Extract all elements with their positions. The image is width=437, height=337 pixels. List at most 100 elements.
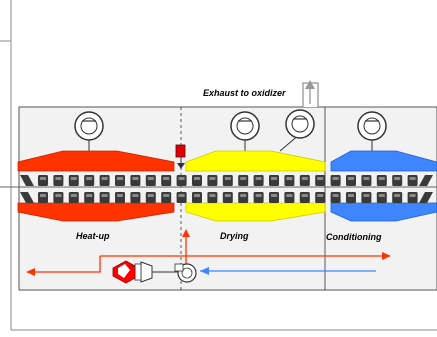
roller-highlight	[117, 177, 123, 180]
burner-assembly	[112, 260, 197, 284]
roller-highlight	[394, 194, 401, 197]
roller-icon	[315, 175, 326, 186]
roller-icon	[68, 175, 79, 186]
plenum-top	[330, 150, 437, 172]
roller-highlight	[348, 177, 354, 180]
roller-highlight	[40, 177, 46, 180]
roller-rows	[20, 175, 433, 203]
roller-icon	[392, 175, 403, 186]
fresh-air-flow	[200, 267, 376, 275]
fan-icon	[230, 111, 260, 141]
roller-highlight	[409, 194, 416, 197]
zone-label-conditioning: Conditioning	[326, 232, 382, 242]
roller-highlight	[209, 177, 216, 180]
roller-icon	[253, 175, 264, 186]
roller-highlight	[255, 194, 262, 197]
roller-highlight	[301, 177, 308, 180]
roller-highlight	[286, 194, 293, 197]
roller-highlight	[163, 177, 170, 180]
zone-label-heatup: Heat-up	[76, 231, 110, 241]
roller-icon	[330, 192, 341, 203]
roller-highlight	[132, 177, 139, 180]
exhaust-label: Exhaust to oxidizer	[203, 88, 286, 98]
roller-icon	[84, 192, 95, 203]
roller-highlight	[271, 194, 277, 197]
roller-icon	[145, 192, 156, 203]
roller-highlight	[178, 177, 185, 180]
exhaust-duct	[302, 80, 319, 107]
roller-highlight	[194, 177, 200, 180]
roller-icon	[20, 175, 34, 186]
roller-highlight	[55, 194, 62, 197]
roller-highlight	[378, 177, 385, 180]
roller-highlight	[147, 177, 154, 180]
roller-highlight	[363, 177, 370, 180]
roller-icon	[207, 175, 218, 186]
roller-icon	[53, 192, 64, 203]
plenum-bottom	[185, 202, 326, 222]
roller-icon	[161, 192, 172, 203]
fan-heatup	[74, 111, 104, 151]
fan-conditioning	[357, 111, 387, 151]
roller-highlight	[101, 194, 108, 197]
roller-icon	[130, 175, 141, 186]
roller-icon	[20, 192, 34, 203]
roller-icon	[299, 175, 310, 186]
roller-icon	[130, 192, 141, 203]
roller-highlight	[348, 194, 354, 197]
roller-highlight	[163, 194, 170, 197]
roller-highlight	[240, 194, 247, 197]
plenum-top	[185, 150, 326, 172]
roller-highlight	[194, 194, 200, 197]
sensor	[175, 144, 186, 169]
damper-icon	[140, 261, 153, 283]
roller-highlight	[224, 177, 231, 180]
roller-highlight	[301, 194, 308, 197]
roller-highlight	[240, 177, 247, 180]
roller-icon	[176, 192, 187, 203]
roller-icon	[361, 175, 372, 186]
roller-highlight	[209, 194, 216, 197]
roller-highlight	[55, 177, 62, 180]
roller-icon	[176, 175, 187, 186]
roller-highlight	[332, 194, 339, 197]
roller-highlight	[286, 177, 293, 180]
roller-highlight	[101, 177, 108, 180]
roller-icon	[419, 192, 433, 203]
roller-icon	[284, 175, 295, 186]
roller-highlight	[409, 177, 416, 180]
fan-exhaust	[279, 109, 315, 152]
roller-highlight	[178, 194, 185, 197]
roller-highlight	[394, 177, 401, 180]
roller-icon	[238, 175, 249, 186]
roller-icon	[222, 175, 233, 186]
roller-icon	[284, 192, 295, 203]
hot-air-arrow-icon	[26, 268, 35, 276]
roller-icon	[161, 175, 172, 186]
exhaust-arrow-icon	[305, 80, 315, 89]
roller-highlight	[332, 177, 339, 180]
roller-highlight	[255, 177, 262, 180]
plenum-heatup	[17, 150, 175, 222]
plenum-bottom	[330, 202, 437, 222]
roller-icon	[299, 192, 310, 203]
roller-highlight	[70, 194, 77, 197]
roller-icon	[253, 192, 264, 203]
plenum-bottom	[17, 202, 175, 222]
fan-icon	[357, 111, 387, 141]
hot-air-arrow-icon	[382, 252, 391, 260]
roller-icon	[38, 192, 48, 203]
fan-drying	[230, 111, 260, 151]
roller-icon	[419, 175, 433, 186]
roller-icon	[115, 192, 125, 203]
burner-icon	[112, 260, 136, 284]
roller-highlight	[378, 194, 385, 197]
plenum-drying	[185, 150, 326, 222]
zone-label-drying: Drying	[220, 231, 249, 241]
roller-icon	[407, 192, 418, 203]
roller-highlight	[117, 194, 123, 197]
roller-icon	[315, 192, 326, 203]
roller-icon	[346, 175, 356, 186]
roller-highlight	[86, 177, 93, 180]
